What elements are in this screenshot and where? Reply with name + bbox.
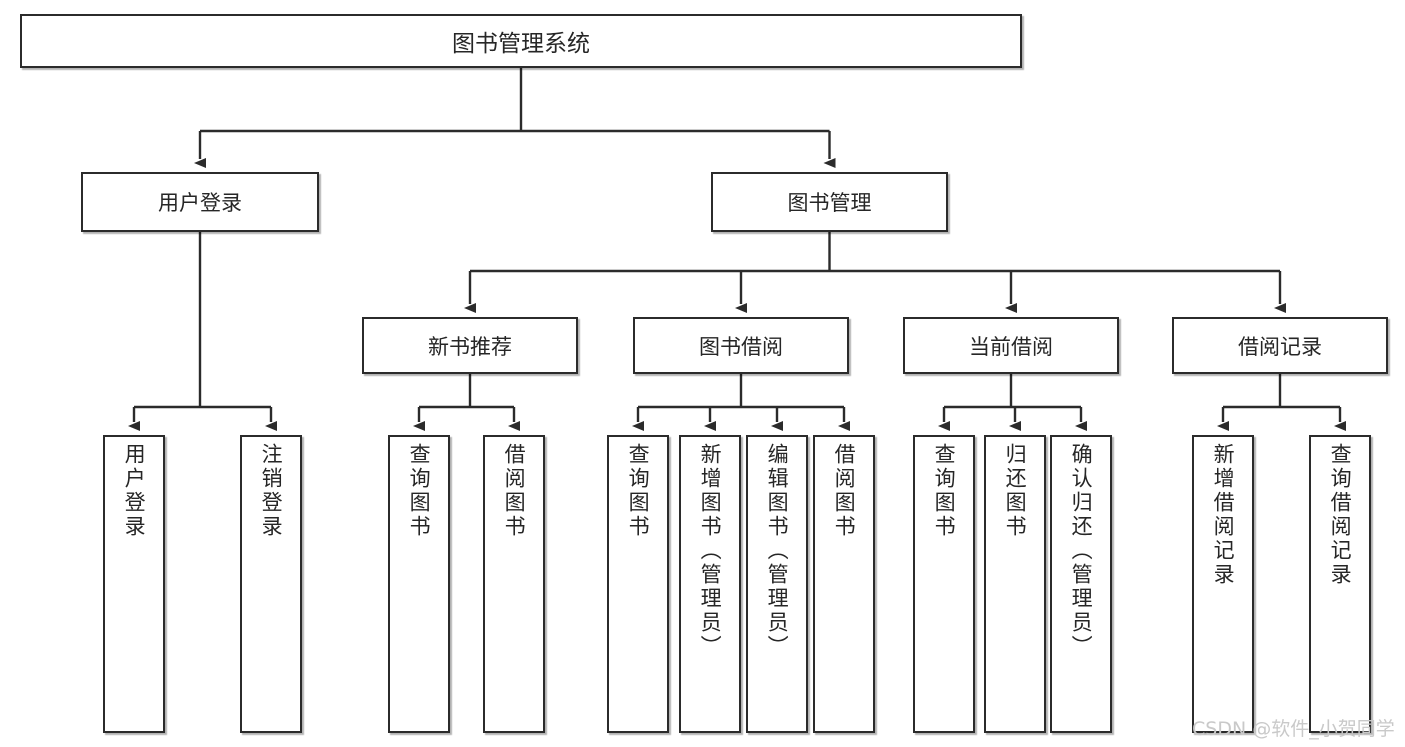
node-leaf-user-login[interactable]: 用户登录 — [103, 435, 165, 733]
node-label-leaf-query-book-3: 查询图书 — [932, 443, 957, 539]
node-user-login[interactable]: 用户登录 — [81, 172, 319, 232]
node-label-leaf-confirm-return: 确认归还（管理员） — [1069, 443, 1094, 659]
node-book-borrow[interactable]: 图书借阅 — [633, 317, 849, 374]
node-label-leaf-query-record: 查询借阅记录 — [1328, 443, 1353, 587]
node-current-borrow[interactable]: 当前借阅 — [903, 317, 1119, 374]
node-label-book-manage: 图书管理 — [787, 191, 872, 215]
node-label-leaf-user-login: 用户登录 — [122, 443, 147, 539]
node-leaf-borrow-book-1[interactable]: 借阅图书 — [483, 435, 545, 733]
node-leaf-borrow-book-2[interactable]: 借阅图书 — [813, 435, 875, 733]
node-label-user-login: 用户登录 — [158, 191, 242, 215]
node-leaf-confirm-return[interactable]: 确认归还（管理员） — [1050, 435, 1112, 733]
node-leaf-query-book-2[interactable]: 查询图书 — [607, 435, 669, 733]
node-label-borrow-record: 借阅记录 — [1238, 334, 1322, 359]
node-label-leaf-add-book: 新增图书（管理员） — [698, 443, 723, 659]
node-leaf-edit-book[interactable]: 编辑图书（管理员） — [746, 435, 808, 733]
node-leaf-return-book[interactable]: 归还图书 — [984, 435, 1046, 733]
node-leaf-add-record[interactable]: 新增借阅记录 — [1192, 435, 1254, 733]
node-book-manage[interactable]: 图书管理 — [711, 172, 948, 232]
node-leaf-query-record[interactable]: 查询借阅记录 — [1309, 435, 1371, 733]
node-label-leaf-borrow-book-1: 借阅图书 — [502, 443, 527, 539]
node-label-new-book-rec: 新书推荐 — [428, 334, 512, 359]
node-leaf-query-book-1[interactable]: 查询图书 — [388, 435, 450, 733]
node-label-leaf-add-record: 新增借阅记录 — [1211, 443, 1236, 587]
node-leaf-add-book[interactable]: 新增图书（管理员） — [679, 435, 741, 733]
node-label-leaf-return-book: 归还图书 — [1003, 443, 1028, 539]
node-label-leaf-borrow-book-2: 借阅图书 — [832, 443, 857, 539]
node-leaf-query-book-3[interactable]: 查询图书 — [913, 435, 975, 733]
node-label-root: 图书管理系统 — [452, 31, 590, 57]
node-new-book-rec[interactable]: 新书推荐 — [362, 317, 578, 374]
node-label-leaf-user-logout: 注销登录 — [259, 443, 284, 539]
node-borrow-record[interactable]: 借阅记录 — [1172, 317, 1388, 374]
node-label-book-borrow: 图书借阅 — [699, 334, 783, 359]
csdn-watermark: CSDN @软件_小贺同学 — [1192, 718, 1395, 740]
node-label-leaf-edit-book: 编辑图书（管理员） — [765, 443, 790, 659]
node-label-leaf-query-book-1: 查询图书 — [407, 443, 432, 539]
node-root[interactable]: 图书管理系统 — [20, 14, 1022, 68]
node-leaf-user-logout[interactable]: 注销登录 — [240, 435, 302, 733]
node-label-current-borrow: 当前借阅 — [969, 334, 1053, 359]
node-label-leaf-query-book-2: 查询图书 — [626, 443, 651, 539]
